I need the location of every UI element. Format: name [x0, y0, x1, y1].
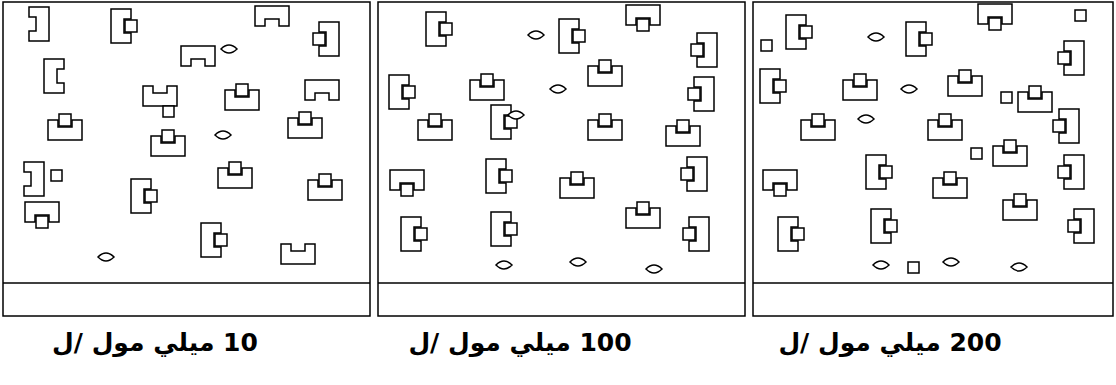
molecule: [978, 4, 1012, 30]
molecule: [971, 148, 982, 159]
molecule: [288, 112, 322, 138]
molecule: [858, 115, 874, 123]
molecule: [201, 223, 227, 257]
molecule: [44, 59, 64, 93]
molecule: [948, 70, 982, 96]
molecule: [426, 12, 452, 46]
molecule: [281, 244, 315, 264]
molecule: [681, 157, 707, 191]
molecule: [588, 114, 622, 140]
molecule: [491, 212, 517, 246]
molecule: [666, 120, 700, 146]
molecule: [496, 261, 512, 269]
concentration-label: 10 ميلي مول /ل: [52, 328, 258, 357]
molecule: [163, 106, 174, 117]
molecule: [255, 6, 289, 26]
concentration-label: 100 ميلي مول /ل: [408, 328, 631, 357]
molecule: [688, 77, 714, 111]
molecule: [626, 5, 660, 31]
molecule: [111, 9, 137, 43]
molecule: [786, 15, 812, 49]
molecule: [25, 202, 59, 228]
molecule: [691, 33, 717, 67]
molecule: [550, 85, 566, 93]
molecule: [646, 265, 662, 273]
molecule: [1053, 109, 1079, 143]
molecule: [308, 174, 342, 200]
molecule: [901, 85, 917, 93]
molecule: [570, 258, 586, 266]
molecule: [626, 202, 660, 228]
molecule: [24, 162, 44, 196]
molecule: [760, 69, 786, 103]
molecule: [763, 170, 797, 196]
molecule: [943, 258, 959, 266]
molecule: [1058, 41, 1084, 75]
molecule: [389, 75, 415, 109]
molecule: [418, 114, 452, 140]
molecule: [486, 159, 512, 193]
molecule: [843, 74, 877, 100]
molecule: [48, 114, 82, 140]
molecule: [151, 130, 185, 156]
molecule: [470, 74, 504, 100]
panel-frames: [3, 2, 1113, 316]
molecule: [221, 45, 237, 53]
molecule: [761, 40, 772, 51]
molecule: [588, 60, 622, 86]
molecule: [1003, 194, 1037, 220]
molecule: [993, 140, 1027, 166]
molecule: [51, 170, 62, 181]
molecule: [871, 209, 897, 243]
molecule: [928, 114, 962, 140]
molecule: [143, 86, 177, 106]
molecule: [313, 22, 339, 56]
molecule: [508, 111, 524, 119]
molecule: [390, 170, 424, 196]
molecule: [528, 31, 544, 39]
molecule: [933, 172, 967, 198]
molecule: [225, 84, 259, 110]
molecule: [1075, 10, 1086, 21]
molecule: [868, 33, 884, 41]
molecule: [1018, 86, 1052, 112]
molecule: [218, 162, 252, 188]
molecule: [908, 262, 919, 273]
molecule: [181, 46, 215, 66]
molecule: [906, 22, 932, 56]
molecule: [778, 217, 804, 251]
molecule: [801, 114, 835, 140]
molecule: [1011, 263, 1027, 271]
molecule: [401, 217, 427, 251]
molecule: [559, 19, 585, 53]
molecules: [24, 4, 1094, 273]
molecule: [29, 7, 49, 41]
molecule: [683, 217, 709, 251]
molecule: [305, 80, 339, 100]
molecule: [98, 253, 114, 261]
concentration-label: 200 ميلي مول /ل: [778, 328, 1001, 357]
molecule: [560, 172, 594, 198]
molecule: [1001, 92, 1012, 103]
molecule: [873, 261, 889, 269]
molecule: [1058, 155, 1084, 189]
molecule: [491, 105, 517, 139]
molecule: [215, 131, 231, 139]
molecule: [131, 179, 157, 213]
molecule: [866, 155, 892, 189]
molecule: [1068, 209, 1094, 243]
